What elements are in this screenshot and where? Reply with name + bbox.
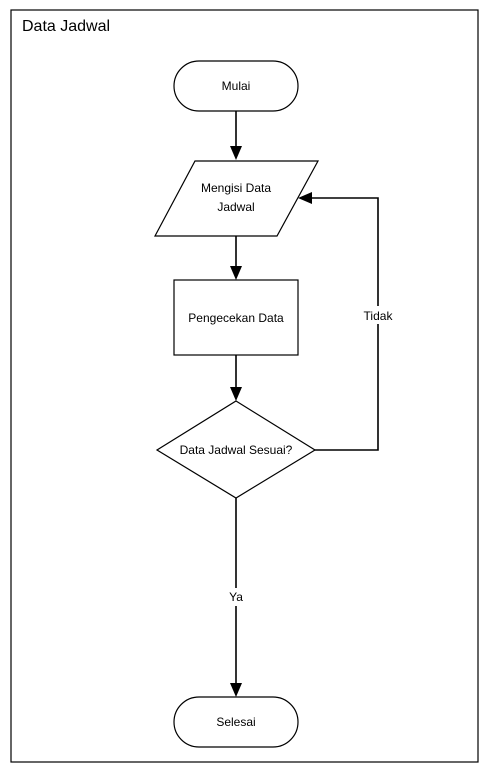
input-parallelogram-shape (154, 160, 320, 237)
edge-label-background (224, 588, 248, 606)
process-rectangle-shape (173, 279, 299, 356)
process-node: Pengecekan Data (173, 279, 299, 356)
end-terminator-shape (173, 696, 299, 748)
process-label: Pengecekan Data (188, 311, 284, 325)
input-label-line2: Jadwal (217, 200, 254, 214)
diagram-frame (10, 9, 479, 763)
input-node: Mengisi Data Jadwal (154, 160, 320, 237)
start-node: Mulai (173, 60, 299, 112)
decision-node: Data Jadwal Sesuai? (155, 400, 317, 499)
decision-label: Data Jadwal Sesuai? (180, 443, 293, 457)
edge-label-no: Tidak (364, 309, 394, 323)
edge-label-yes: Ya (229, 590, 243, 604)
arrowhead (230, 387, 242, 401)
edge-input-to-process (230, 236, 242, 280)
arrowhead (298, 192, 312, 204)
edge-label-background (360, 306, 396, 324)
end-label: Selesai (216, 715, 255, 729)
end-node: Selesai (173, 696, 299, 748)
edge-decision-no-to-input: Tidak (298, 192, 396, 451)
diagram-title: Data Jadwal (22, 18, 110, 35)
edge-start-to-input (230, 111, 242, 160)
edge-decision-yes-to-end: Ya (224, 498, 248, 697)
arrowhead (230, 683, 242, 697)
arrowhead (230, 266, 242, 280)
edge-process-to-decision (230, 355, 242, 401)
input-label-line1: Mengisi Data (201, 181, 271, 195)
start-label: Mulai (222, 79, 251, 93)
arrowhead (230, 146, 242, 160)
